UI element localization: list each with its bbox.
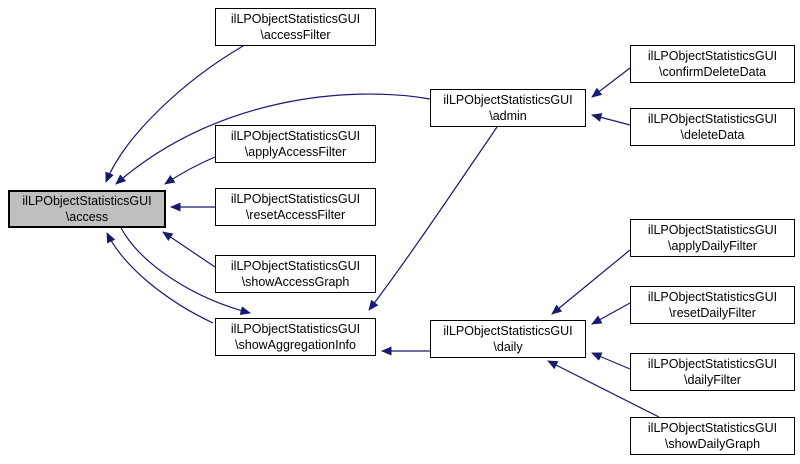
node-label-line1: ilLPObjectStatisticsGUI (443, 324, 573, 338)
node-label-line1: ilLPObjectStatisticsGUI (230, 322, 361, 336)
node-label-line2: \showDailyGraph (664, 437, 761, 451)
edge-admin-access (115, 93, 431, 185)
edge-showAccessGraph-access (162, 231, 216, 268)
edge-access-showAggregationInfo (120, 227, 251, 315)
node-label-line2: \dailyFilter (684, 373, 741, 387)
node-showAccessGraph[interactable]: ilLPObjectStatisticsGUI \showAccessGraph (215, 255, 376, 293)
node-label-line2: \applyDailyFilter (668, 239, 757, 253)
node-label-line1: ilLPObjectStatisticsGUI (22, 194, 152, 208)
node-label-line1: ilLPObjectStatisticsGUI (230, 129, 361, 143)
node-label-line2: \resetDailyFilter (669, 306, 756, 320)
node-access: ilLPObjectStatisticsGUI \access (8, 190, 166, 228)
edge-deleteData-admin (591, 113, 631, 126)
node-applyDailyFilter[interactable]: ilLPObjectStatisticsGUI \applyDailyFilter (630, 219, 795, 257)
node-label-line1: ilLPObjectStatisticsGUI (230, 259, 361, 273)
node-label-line2: \daily (493, 340, 523, 354)
node-label-line1: ilLPObjectStatisticsGUI (230, 12, 361, 26)
node-label-line1: ilLPObjectStatisticsGUI (647, 49, 778, 63)
edge-resetDailyFilter-daily (591, 302, 631, 325)
node-label-line2: \deleteData (680, 128, 745, 142)
edge-accessFilter-access (105, 45, 244, 183)
node-accessFilter[interactable]: ilLPObjectStatisticsGUI \accessFilter (215, 8, 376, 46)
node-label-line1: ilLPObjectStatisticsGUI (443, 93, 573, 107)
edge-showAggregationInfo-access (106, 232, 214, 324)
edge-confirmDeleteData-admin (591, 67, 631, 98)
node-label-line2: \access (65, 210, 109, 224)
node-dailyFilter[interactable]: ilLPObjectStatisticsGUI \dailyFilter (630, 353, 795, 391)
node-label-line1: ilLPObjectStatisticsGUI (647, 223, 778, 237)
node-label-line1: ilLPObjectStatisticsGUI (647, 421, 778, 435)
node-resetDailyFilter[interactable]: ilLPObjectStatisticsGUI \resetDailyFilter (630, 286, 795, 324)
node-resetAccessFilter[interactable]: ilLPObjectStatisticsGUI \resetAccessFilte… (215, 188, 376, 226)
node-applyAccessFilter[interactable]: ilLPObjectStatisticsGUI \applyAccessFilte… (215, 125, 376, 163)
node-showAggregationInfo[interactable]: ilLPObjectStatisticsGUI \showAggregationI… (215, 318, 376, 356)
node-confirmDeleteData[interactable]: ilLPObjectStatisticsGUI \confirmDeleteDat… (630, 45, 795, 83)
edge-dailyFilter-daily (591, 352, 631, 370)
node-label-line2: \applyAccessFilter (244, 145, 347, 159)
edge-applyAccessFilter-access (164, 156, 216, 185)
node-label-line2: \confirmDeleteData (659, 65, 766, 79)
node-label-line2: \showAggregationInfo (235, 338, 356, 352)
node-admin[interactable]: ilLPObjectStatisticsGUI \admin (430, 89, 586, 127)
node-label-line2: \showAccessGraph (241, 275, 350, 289)
node-label-line1: ilLPObjectStatisticsGUI (647, 357, 778, 371)
edge-applyDailyFilter-daily (551, 249, 631, 315)
node-label-line1: ilLPObjectStatisticsGUI (230, 192, 361, 206)
edge-admin-showAggregationInfo (368, 126, 498, 311)
node-label-line2: \admin (489, 109, 527, 123)
node-label-line1: ilLPObjectStatisticsGUI (647, 112, 778, 126)
edge-showDailyGraph-daily (547, 360, 660, 418)
node-daily[interactable]: ilLPObjectStatisticsGUI \daily (430, 320, 586, 358)
node-label-line1: ilLPObjectStatisticsGUI (647, 290, 778, 304)
node-deleteData[interactable]: ilLPObjectStatisticsGUI \deleteData (630, 108, 795, 146)
node-label-line2: \resetAccessFilter (245, 208, 346, 222)
node-showDailyGraph[interactable]: ilLPObjectStatisticsGUI \showDailyGraph (630, 417, 795, 455)
node-label-line2: \accessFilter (260, 28, 331, 42)
